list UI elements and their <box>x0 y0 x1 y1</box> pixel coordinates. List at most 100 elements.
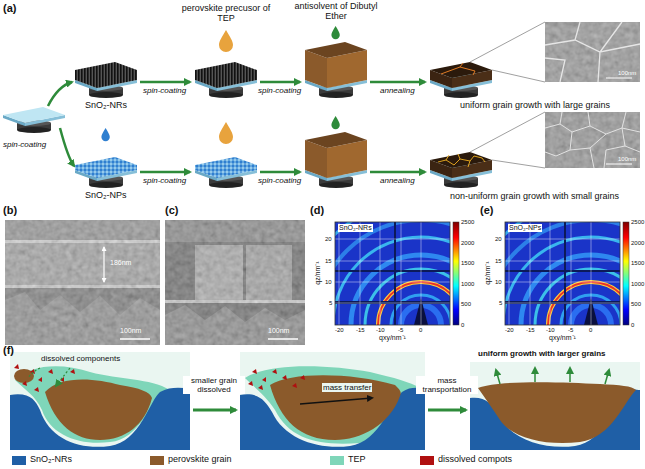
legend-swatch <box>420 456 434 465</box>
process-schematic-part-part <box>438 154 485 167</box>
panel-label: (a) <box>3 2 16 15</box>
step-label: spin-coating <box>3 140 46 149</box>
sample-label: SnO₂-NRs <box>338 224 373 232</box>
process-schematic-part <box>545 22 640 82</box>
process-schematic-part-part <box>195 157 257 178</box>
panel-label: (e) <box>480 204 493 217</box>
step-label: spin-coating <box>258 176 301 185</box>
growth-mechanism-part <box>193 409 236 412</box>
growth-mechanism-part-part <box>534 368 536 382</box>
panel-label: (b) <box>3 204 17 217</box>
growth-mechanism-part <box>10 352 190 450</box>
process-schematic-part <box>260 81 300 84</box>
process-schematic-part-part <box>331 26 339 39</box>
growth-mechanism <box>10 352 640 450</box>
axis-title: qxy/nm⁻¹ <box>549 334 576 342</box>
colorbar-label: 1500 <box>461 260 474 267</box>
process-schematic-part <box>48 82 72 106</box>
step-label: mass transportation <box>416 376 478 394</box>
process-schematic-part <box>3 107 65 133</box>
process-schematic-part <box>430 152 492 188</box>
panel-label: (c) <box>165 204 178 217</box>
legend-text: SnO₂-NRs <box>30 454 72 464</box>
process-schematic-part-part <box>75 62 137 88</box>
scale-label: 100nm <box>618 70 636 77</box>
growth-mechanism-part-part <box>292 383 297 388</box>
process-schematic-part <box>545 112 640 168</box>
sem-cross-section-part <box>165 220 305 345</box>
growth-mechanism-part-part <box>262 377 266 382</box>
layer-label: SnO₂-NRs <box>85 100 127 110</box>
antisolvent-label: antisolvent of Dibutyl Ether <box>290 1 382 22</box>
sem-cross-section-part <box>5 220 160 345</box>
growth-mechanism-part <box>56 368 70 386</box>
process-schematic-part-part <box>331 116 339 129</box>
growth-mechanism-part <box>478 382 636 443</box>
tick-label: 15 <box>495 258 502 265</box>
process-schematic-part <box>492 70 545 82</box>
growth-mechanism-part-part <box>60 377 64 382</box>
process-schematic-part <box>75 128 137 188</box>
giwaxs-map-part <box>466 200 645 450</box>
tick-label: 0 <box>419 327 422 334</box>
process-schematic-part <box>370 171 425 174</box>
step-label: annealing <box>380 86 415 95</box>
tick-label: 15 <box>325 258 332 265</box>
growth-mechanism-part <box>45 379 152 440</box>
growth-mechanism-part-part <box>14 364 19 369</box>
result-label: non-uniform grain growth with small grai… <box>450 191 619 201</box>
process-schematic-part <box>606 164 632 165</box>
process-schematic-part-part <box>75 157 137 178</box>
growth-mechanism-part-part <box>496 370 500 384</box>
result-label: uniform grain growth with large grains <box>460 100 610 110</box>
scale-label: 100nm <box>120 327 141 335</box>
process-schematic-part <box>470 22 545 62</box>
colorbar-label: 0 <box>631 322 634 329</box>
process-schematic-part <box>140 171 190 174</box>
tick-label: -20 <box>335 327 344 334</box>
legend-swatch <box>150 456 164 465</box>
process-schematic-part <box>60 128 74 166</box>
growth-mechanism-part-part <box>252 369 257 374</box>
process-schematic-part-part <box>195 62 257 88</box>
axis-title: qz/nm⁻¹ <box>314 261 322 284</box>
legend-text: dissolved compots <box>438 454 512 464</box>
colorbar-label: 2000 <box>461 240 474 247</box>
step-label: spin-coating <box>258 86 301 95</box>
process-schematic-part <box>370 81 425 84</box>
tick-label: -15 <box>356 327 365 334</box>
process-schematic-part-part <box>219 30 233 52</box>
growth-mechanism-part <box>240 352 425 450</box>
tick-label: -10 <box>376 327 385 334</box>
tick-label: 20 <box>495 236 502 243</box>
process-schematic-part-part <box>305 42 367 88</box>
legend-swatch <box>330 456 344 465</box>
process-schematic-part <box>305 26 367 98</box>
process-schematic-part-part <box>430 152 492 178</box>
process-schematic-part <box>75 62 137 98</box>
colorbar-label: 2000 <box>631 240 644 247</box>
growth-mechanism-part-part <box>34 387 39 392</box>
growth-mechanism-part-part <box>282 375 287 380</box>
growth-mechanism-part-part <box>272 369 277 374</box>
growth-mechanism-part-part <box>605 370 609 384</box>
process-schematic <box>3 22 640 188</box>
precursor-label: perovskite precusor of TEP <box>176 3 276 24</box>
growth-mechanism-part <box>28 368 40 378</box>
process-schematic-part-part <box>219 122 233 144</box>
legend-swatch <box>12 456 26 465</box>
sem-cross-section-part <box>103 247 104 282</box>
process-schematic-part <box>195 30 257 98</box>
colorbar-label: 0 <box>461 322 464 329</box>
scale-label: 100nm <box>618 156 636 163</box>
growth-mechanism-part <box>270 375 401 440</box>
process-schematic-part-part <box>430 62 492 88</box>
sample-label: SnO₂-NPs <box>508 224 542 232</box>
sem-cross-section-part <box>268 338 298 340</box>
step-label: smaller grain dissolved <box>183 376 245 394</box>
process-schematic-part <box>470 112 545 152</box>
process-schematic-part <box>606 78 632 79</box>
growth-mechanism-part <box>14 369 34 383</box>
process-schematic-part <box>545 22 640 82</box>
colorbar-label: 2500 <box>631 219 644 226</box>
